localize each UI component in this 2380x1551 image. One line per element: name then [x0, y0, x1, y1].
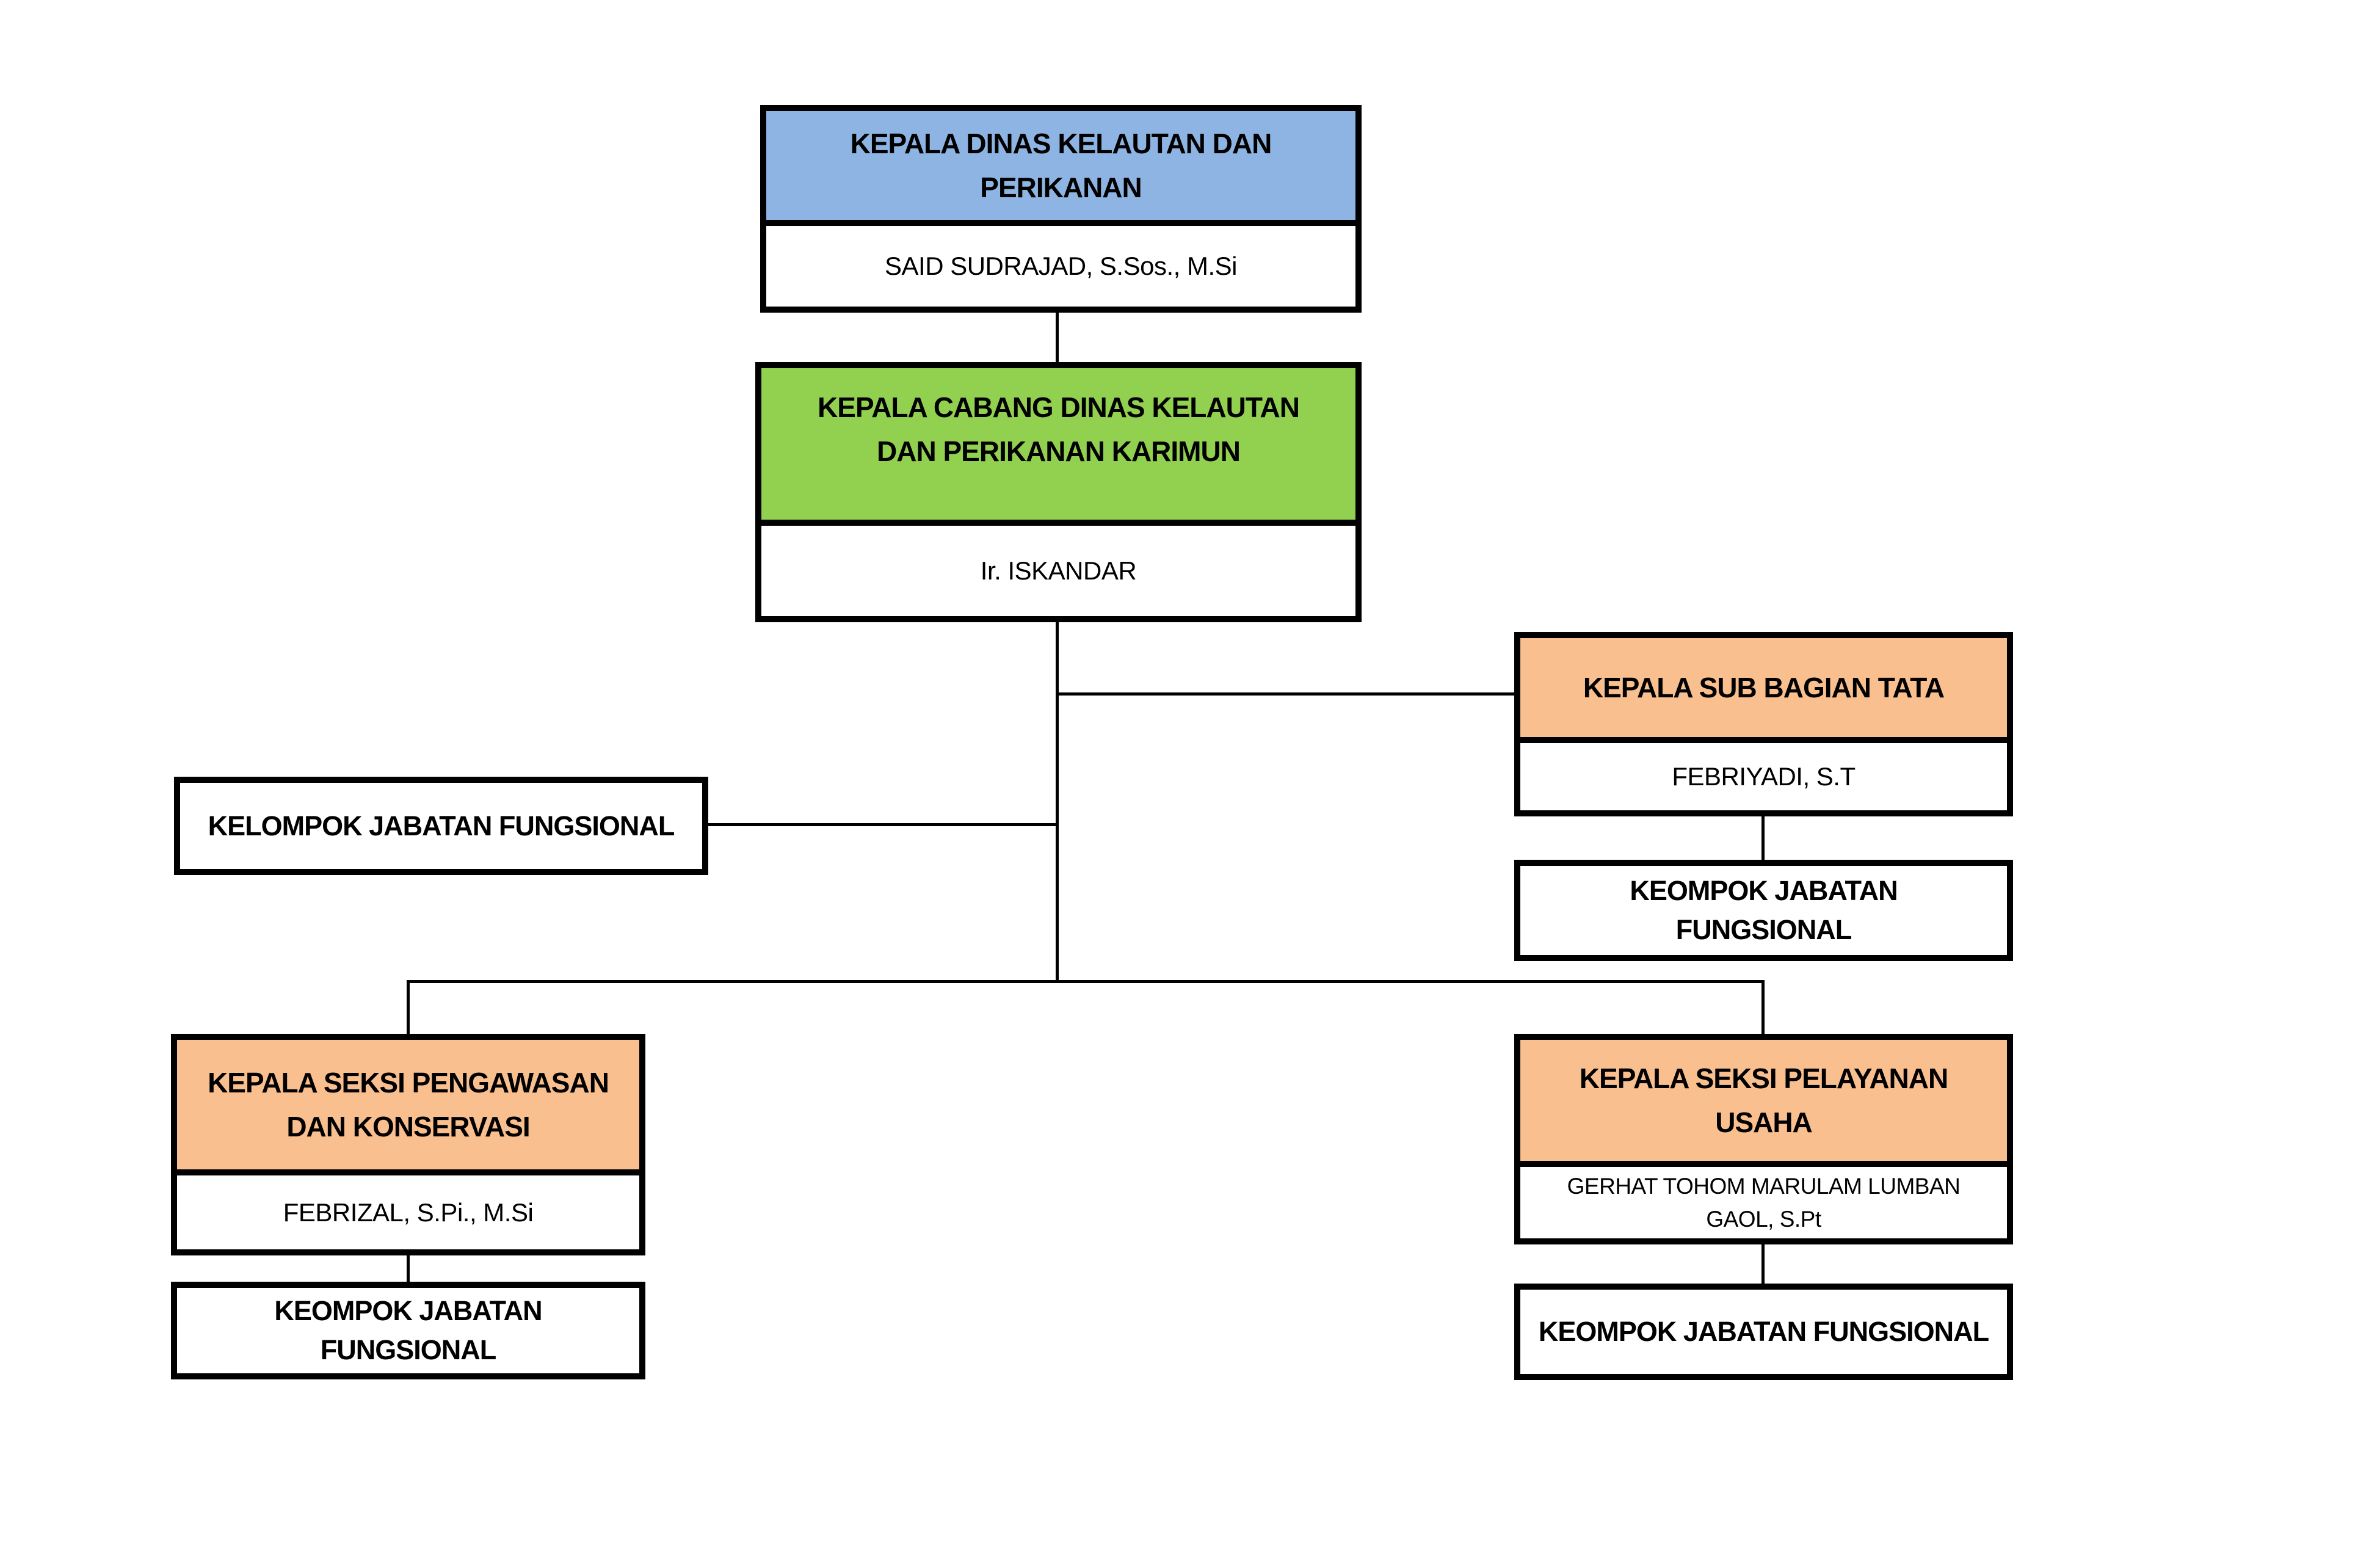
connector-pengawasan-to-keompok — [407, 1254, 410, 1282]
node-kasi-pengawasan-header: KEPALA SEKSI PENGAWASAN DAN KONSERVASI — [177, 1040, 639, 1175]
role-title-line: KEPALA SEKSI PENGAWASAN — [208, 1067, 609, 1099]
role-title-line: KEPALA DINAS KELAUTAN DAN — [850, 128, 1272, 159]
node-kasi-pelayanan: KEPALA SEKSI PELAYANAN USAHA GERHAT TOHO… — [1514, 1034, 2013, 1244]
connector-drop-pengawasan — [407, 980, 410, 1035]
role-title-line: PERIKANAN — [980, 172, 1142, 203]
role-title: KEOMPOK JABATAN FUNGSIONAL — [1539, 1312, 1989, 1351]
node-kasi-pelayanan-header: KEPALA SEKSI PELAYANAN USAHA — [1520, 1040, 2007, 1167]
role-title-line: DAN PERIKANAN KARIMUN — [877, 435, 1241, 467]
role-title: KEPALA DINAS KELAUTAN DAN PERIKANAN — [851, 122, 1272, 209]
role-title: KEOMPOK JABATAN FUNGSIONAL — [1630, 871, 1898, 950]
role-title-line: KELOMPOK JABATAN FUNGSIONAL — [208, 810, 675, 841]
connector-dinas-to-cabang — [1056, 310, 1059, 364]
role-title-line: KEOMPOK JABATAN — [274, 1295, 542, 1326]
node-kasubbag-tata-header: KEPALA SUB BAGIAN TATA — [1520, 638, 2007, 743]
connector-branch-seksi — [407, 980, 1765, 983]
person-name: FEBRIYADI, S.T — [1672, 762, 1856, 791]
node-kelompok-jabatan-fungsional: KELOMPOK JABATAN FUNGSIONAL — [174, 777, 708, 875]
node-kasi-pengawasan: KEPALA SEKSI PENGAWASAN DAN KONSERVASI F… — [171, 1034, 645, 1255]
role-title-line: DAN KONSERVASI — [286, 1111, 530, 1142]
role-title: KEPALA CABANG DINAS KELAUTAN DAN PERIKAN… — [818, 385, 1300, 473]
connector-pelayanan-to-keompok — [1761, 1243, 1765, 1284]
node-kepala-dinas: KEPALA DINAS KELAUTAN DAN PERIKANAN SAID… — [760, 105, 1362, 313]
role-title: KEPALA SEKSI PELAYANAN USAHA — [1580, 1056, 1948, 1144]
role-title: KEPALA SUB BAGIAN TATA — [1583, 666, 1945, 710]
node-kasi-pelayanan-body: GERHAT TOHOM MARULAM LUMBAN GAOL, S.Pt — [1520, 1167, 2007, 1238]
node-keompok-tata: KEOMPOK JABATAN FUNGSIONAL — [1514, 860, 2013, 961]
role-title-line: KEPALA CABANG DINAS KELAUTAN — [818, 391, 1300, 423]
role-title: KEOMPOK JABATAN FUNGSIONAL — [274, 1291, 542, 1370]
role-title-line: USAHA — [1715, 1106, 1813, 1138]
node-keompok-pengawasan: KEOMPOK JABATAN FUNGSIONAL — [171, 1282, 645, 1379]
node-kasubbag-tata-body: FEBRIYADI, S.T — [1520, 743, 2007, 810]
connector-branch-kasubbag — [1056, 692, 1514, 696]
role-title-line: KEPALA SEKSI PELAYANAN — [1579, 1062, 1948, 1094]
node-kepala-cabang: KEPALA CABANG DINAS KELAUTAN DAN PERIKAN… — [755, 362, 1362, 622]
node-kepala-cabang-header: KEPALA CABANG DINAS KELAUTAN DAN PERIKAN… — [761, 368, 1355, 526]
role-title-line: FUNGSIONAL — [1675, 914, 1852, 945]
role-title-line: KEPALA SUB BAGIAN TATA — [1583, 672, 1945, 703]
connector-drop-pelayanan — [1761, 980, 1765, 1035]
role-title: KEPALA SEKSI PENGAWASAN DAN KONSERVASI — [208, 1061, 609, 1149]
person-name: GERHAT TOHOM MARULAM LUMBAN GAOL, S.Pt — [1567, 1170, 1961, 1236]
node-kepala-cabang-body: Ir. ISKANDAR — [761, 526, 1355, 616]
role-title-line: KEOMPOK JABATAN — [1630, 875, 1898, 906]
person-name: Ir. ISKANDAR — [980, 556, 1137, 585]
person-name: FEBRIZAL, S.Pi., M.Si — [283, 1197, 534, 1227]
person-name-line: GAOL, S.Pt — [1706, 1206, 1821, 1232]
node-kasubbag-tata: KEPALA SUB BAGIAN TATA FEBRIYADI, S.T — [1514, 632, 2013, 816]
person-name-line: GERHAT TOHOM MARULAM LUMBAN — [1567, 1173, 1961, 1199]
connector-kasubbag-to-keompok — [1761, 815, 1765, 861]
role-title-line: KEOMPOK JABATAN FUNGSIONAL — [1538, 1316, 1989, 1347]
node-kepala-dinas-body: SAID SUDRAJAD, S.Sos., M.Si — [766, 226, 1355, 307]
role-title-line: FUNGSIONAL — [320, 1334, 497, 1365]
connector-branch-kelompok — [707, 823, 1058, 826]
connector-cabang-trunk — [1056, 621, 1059, 983]
node-kasi-pengawasan-body: FEBRIZAL, S.Pi., M.Si — [177, 1175, 639, 1249]
node-keompok-pelayanan: KEOMPOK JABATAN FUNGSIONAL — [1514, 1284, 2013, 1380]
role-title: KELOMPOK JABATAN FUNGSIONAL — [208, 807, 675, 846]
node-kepala-dinas-header: KEPALA DINAS KELAUTAN DAN PERIKANAN — [766, 111, 1355, 226]
person-name: SAID SUDRAJAD, S.Sos., M.Si — [885, 252, 1237, 280]
